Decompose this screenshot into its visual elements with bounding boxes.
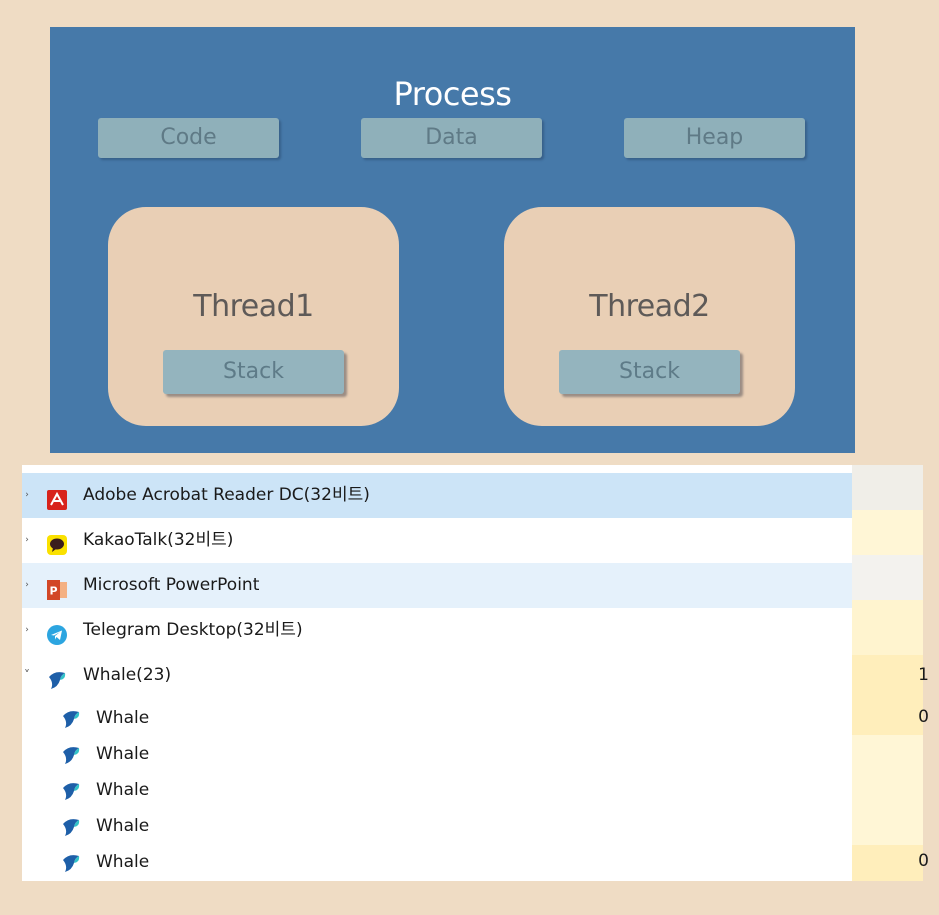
thread-1-box: Thread1 Stack — [108, 207, 399, 426]
code-segment: Code — [98, 118, 279, 158]
process-row-whale-group[interactable]: ˅ Whale(23) — [22, 653, 852, 698]
whale-icon — [60, 851, 82, 873]
whale-icon — [60, 707, 82, 729]
process-row-powerpoint[interactable]: › P Microsoft PowerPoint — [22, 563, 852, 608]
process-title: Process — [393, 75, 512, 113]
chevron-right-icon[interactable]: › — [25, 625, 29, 635]
telegram-icon — [46, 619, 68, 645]
stat-cell — [852, 555, 923, 600]
powerpoint-icon: P — [46, 574, 68, 600]
whale-icon — [60, 815, 82, 837]
heap-segment: Heap — [624, 118, 805, 158]
process-name: Whale — [96, 708, 150, 728]
stat-cell — [852, 655, 923, 735]
process-name: Whale — [96, 852, 150, 872]
whale-child-stat: 0 — [918, 707, 929, 727]
svg-text:P: P — [49, 585, 57, 598]
process-row-whale-child[interactable]: Whale — [22, 808, 852, 844]
process-name: Whale — [96, 780, 150, 800]
process-name: Telegram Desktop(32비트) — [83, 620, 303, 640]
stat-column: 1 0 0 — [852, 465, 929, 881]
chevron-right-icon[interactable]: › — [25, 535, 29, 545]
process-name: Whale — [96, 816, 150, 836]
process-name: Microsoft PowerPoint — [83, 575, 260, 595]
process-name: Adobe Acrobat Reader DC(32비트) — [83, 485, 370, 505]
stat-cell — [852, 845, 923, 881]
acrobat-icon — [46, 484, 68, 510]
chevron-right-icon[interactable]: › — [25, 490, 29, 500]
whale-group-stat: 1 — [918, 665, 929, 685]
thread-2-label: Thread2 — [589, 289, 710, 324]
process-row-whale-child[interactable]: Whale — [22, 736, 852, 772]
whale-child-stat: 0 — [918, 851, 929, 871]
process-row-whale-child[interactable]: Whale — [22, 844, 852, 880]
name-column: › Adobe Acrobat Reader DC(32비트) › KakaoT… — [22, 465, 852, 881]
process-row-whale-child[interactable]: Whale — [22, 772, 852, 808]
process-row-acrobat[interactable]: › Adobe Acrobat Reader DC(32비트) — [22, 473, 852, 518]
thread-1-label: Thread1 — [193, 289, 314, 324]
thread-2-box: Thread2 Stack — [504, 207, 795, 426]
stat-cell — [852, 465, 923, 510]
stat-cell — [852, 600, 923, 655]
process-row-whale-child[interactable]: Whale — [22, 700, 852, 736]
process-diagram: Process Code Data Heap Thread1 Stack Thr… — [50, 27, 855, 453]
whale-icon — [60, 779, 82, 801]
process-list: 1 0 0 › Adobe Acrobat Reader DC(32비트) › … — [22, 465, 929, 881]
chevron-down-icon[interactable]: ˅ — [24, 668, 30, 682]
process-row-kakaotalk[interactable]: › KakaoTalk(32비트) — [22, 518, 852, 563]
process-row-telegram[interactable]: › Telegram Desktop(32비트) — [22, 608, 852, 653]
chevron-right-icon[interactable]: › — [25, 580, 29, 590]
whale-icon — [46, 664, 68, 689]
data-segment: Data — [361, 118, 542, 158]
thread-1-stack: Stack — [163, 350, 344, 394]
whale-icon — [60, 743, 82, 765]
process-name: Whale(23) — [83, 665, 172, 685]
kakaotalk-icon — [46, 529, 68, 555]
process-name: KakaoTalk(32비트) — [83, 530, 234, 550]
process-name: Whale — [96, 744, 150, 764]
thread-2-stack: Stack — [559, 350, 740, 394]
